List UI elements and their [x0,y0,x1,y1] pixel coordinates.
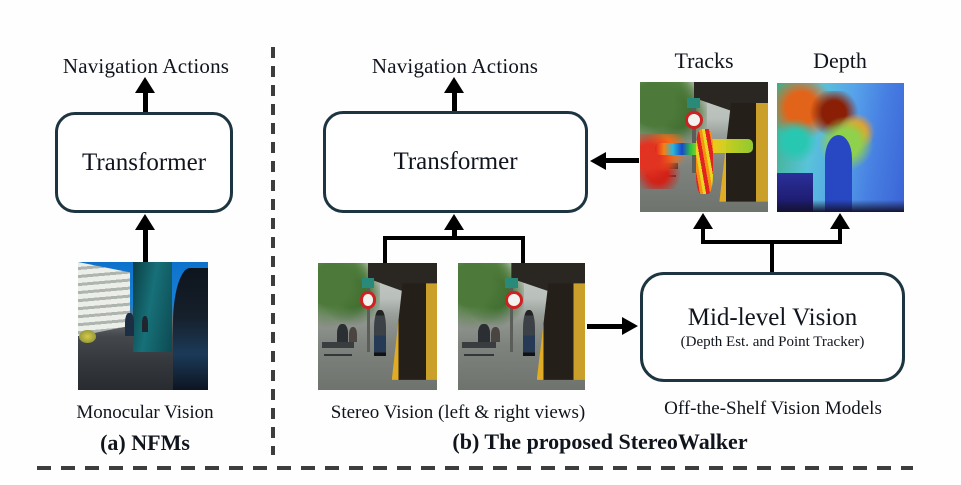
track-overlay-rainbow-streak [655,143,710,155]
arrow-a-input-shaft [143,228,148,262]
arrow-tracks-to-transformer-head [590,152,606,170]
arrow-stereo-to-midlevel-shaft [587,324,623,329]
transformer-box-b-label: Transformer [393,148,518,175]
midlevel-vision-box: Mid-level Vision (Depth Est. and Point T… [640,272,905,382]
bottom-dashed-divider [37,466,913,470]
arrow-a-output-shaft [143,91,148,112]
panel-a-output-label: Navigation Actions [62,54,230,78]
arrow-midlevel-to-depth-shaft [838,228,842,242]
photo-building [78,262,130,337]
track-overlay-yellow-streak [706,139,753,154]
track-overlay-person-tracks [696,128,713,194]
stereo-caption: Stereo Vision (left & right views) [330,402,586,423]
photo-cafe-table [321,341,354,349]
midlevel-vision-title: Mid-level Vision [687,303,858,331]
depth-photo [777,83,904,212]
vertical-dashed-divider [271,47,275,455]
stereo-merge-left-leg [383,236,387,263]
arrow-a-output-head [135,77,155,93]
arrow-midlevel-to-tracks-shaft [701,228,705,242]
photo-street-sign [687,97,701,108]
tracks-photo [640,82,768,212]
stereo-merge-horizontal-line [383,236,525,240]
stereo-merge-right-leg [521,236,525,263]
photo-glass-building [132,262,172,352]
photo-pedestrian [124,313,134,337]
transformer-box-a: Transformer [55,112,233,213]
transformer-box-b: Transformer [323,111,588,213]
panel-a-input-caption: Monocular Vision [76,402,214,423]
photo-pedestrian [141,315,149,333]
stereo-right-photo [458,263,585,390]
arrow-tracks-to-transformer-shaft [605,158,639,163]
midlevel-branch-horizontal [701,240,842,244]
photo-storefront [536,283,585,380]
depth-person-silhouette [825,134,852,212]
photo-storefront [391,283,437,380]
arrow-midlevel-to-depth-head [830,213,850,229]
photo-walking-person [522,309,536,356]
photo-no-entry-sign [504,290,523,309]
photo-seated-person [348,326,358,342]
depth-bottom-shade [777,200,904,212]
photo-cafe-table [461,341,497,349]
panel-b-caption: (b) The proposed StereoWalker [452,429,748,454]
stereo-left-photo [318,263,437,390]
photo-seated-person [337,323,348,345]
transformer-box-a-label: Transformer [81,148,207,176]
panel-b-output-label: Navigation Actions [371,54,539,78]
arrow-stereo-to-midlevel-head [622,317,638,335]
arrow-b-output-head [444,77,464,93]
panel-a-caption: (a) NFMs [100,430,190,455]
depth-teal-region [777,113,823,169]
photo-street-sign [504,278,518,289]
photo-seated-person [491,326,500,342]
photo-sign-pole [510,285,514,352]
arrow-stereo-to-transformer-head [444,214,464,230]
photo-bush [79,329,97,343]
midlevel-vision-subtitle: (Depth Est. and Point Tracker) [680,333,865,350]
offtheshelf-caption: Off-the-Shelf Vision Models [664,398,882,419]
photo-no-entry-sign [684,110,703,129]
arrow-stereo-to-transformer-shaft [452,228,457,238]
photo-foreground-person [172,268,208,390]
photo-sign-pole [366,285,370,352]
photo-no-entry-sign [359,290,377,309]
tracks-label: Tracks [674,48,734,73]
photo-seated-person [478,323,490,345]
monocular-vision-photo [78,262,208,390]
depth-label: Depth [813,48,867,73]
midlevel-branch-stem [770,240,774,272]
photo-sign-pole [692,105,696,173]
photo-walking-person [373,309,386,356]
arrow-b-output-shaft [452,91,457,111]
photo-street-sign [362,278,374,289]
arrow-a-input-head [135,214,155,230]
arrow-midlevel-to-tracks-head [693,213,713,229]
